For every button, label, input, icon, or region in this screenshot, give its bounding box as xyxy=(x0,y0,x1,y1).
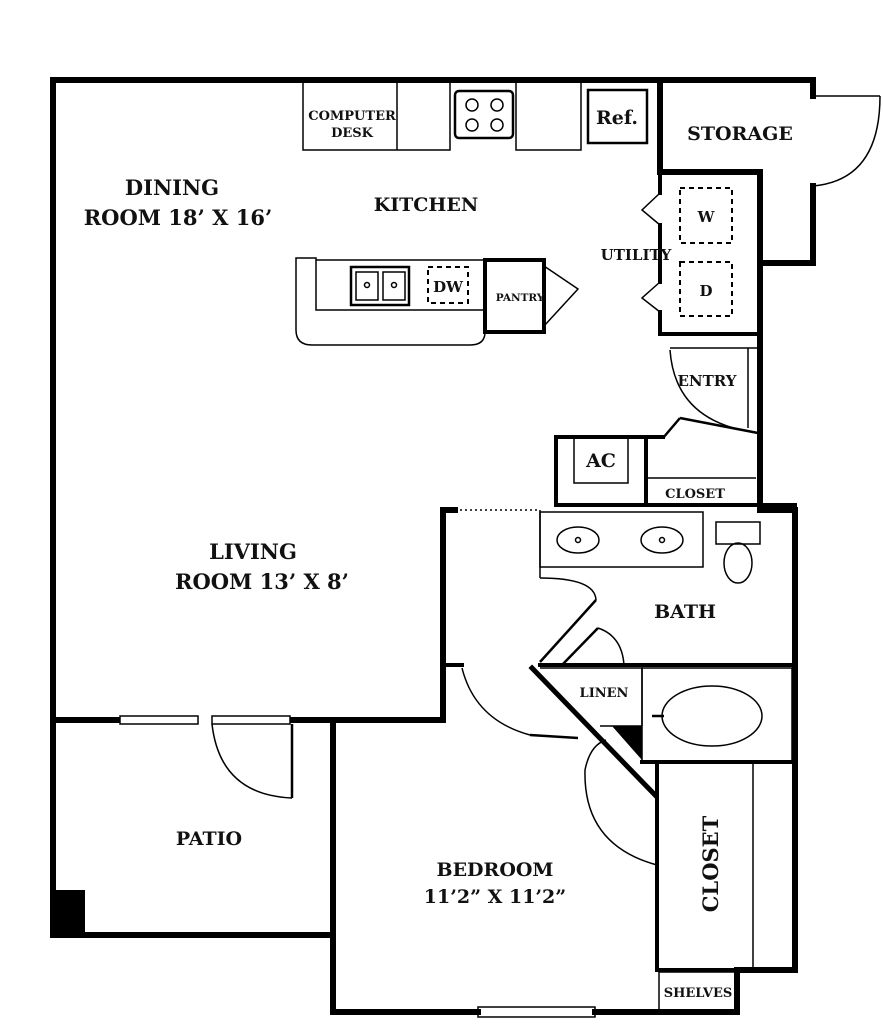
bedroom-closet xyxy=(584,739,754,972)
patio-label: PATIO xyxy=(176,828,242,850)
bath-label: BATH xyxy=(654,601,716,623)
utility-label: UTILITY xyxy=(601,246,672,264)
entry-label: ENTRY xyxy=(677,372,736,390)
ac-label: AC xyxy=(585,450,616,472)
bedroom-label-line1: BEDROOM xyxy=(437,859,554,881)
bathtub-icon xyxy=(661,685,763,747)
refrigerator-icon xyxy=(586,88,649,145)
patio-column xyxy=(53,890,85,935)
bedroom-window xyxy=(477,1006,596,1018)
living-label-line2: ROOM 13’ X 8’ xyxy=(175,569,349,594)
kitchen-counter-top xyxy=(302,81,649,151)
bedroom-door xyxy=(441,663,579,740)
linen-label: LINEN xyxy=(580,686,629,701)
hall-closet-label: CLOSET xyxy=(665,487,725,502)
patio-window-left xyxy=(119,715,199,725)
pantry xyxy=(483,258,580,334)
bath-sink-right-icon xyxy=(640,526,684,554)
shelves-box xyxy=(658,971,736,1011)
sink-icon xyxy=(349,265,411,307)
kitchen-label: KITCHEN xyxy=(374,194,478,216)
exterior-walls xyxy=(50,77,816,1015)
ref-label: Ref. xyxy=(596,107,638,129)
bath xyxy=(528,510,797,799)
dryer-label: D xyxy=(699,282,712,300)
living-label-line1: LIVING xyxy=(209,539,297,564)
labels: DINING ROOM 18’ X 16’ KITCHEN COMPUTER D… xyxy=(84,107,793,1001)
bath-sink-left-icon xyxy=(556,526,600,554)
ac-unit-icon xyxy=(573,437,629,484)
utility-room xyxy=(640,170,762,336)
patio-window-right xyxy=(211,715,291,725)
dryer-icon xyxy=(679,261,733,317)
pantry-label: PANTRY xyxy=(496,292,545,304)
dining-label-line2: ROOM 18’ X 16’ xyxy=(84,205,273,230)
computer-desk-label-line2: DESK xyxy=(331,126,374,141)
dishwasher-label: DW xyxy=(433,278,464,296)
kitchen-island xyxy=(295,257,486,346)
dining-label-line1: DINING xyxy=(125,175,219,200)
storage-label: STORAGE xyxy=(687,123,793,145)
windows xyxy=(119,715,596,1018)
bedroom-closet-label: CLOSET xyxy=(698,815,723,912)
computer-desk-label-line1: COMPUTER xyxy=(308,109,396,124)
entry xyxy=(662,347,760,439)
patio-door xyxy=(211,723,294,799)
washer-label: W xyxy=(697,208,716,226)
dishwasher-icon xyxy=(427,266,469,304)
shelves-label: SHELVES xyxy=(664,986,733,1001)
stove-icon xyxy=(453,89,515,140)
ac-closet xyxy=(554,435,797,507)
storage-door xyxy=(812,95,881,187)
toilet-icon xyxy=(715,521,761,545)
bedroom-label-line2: 11’2” X 11’2” xyxy=(424,886,566,908)
